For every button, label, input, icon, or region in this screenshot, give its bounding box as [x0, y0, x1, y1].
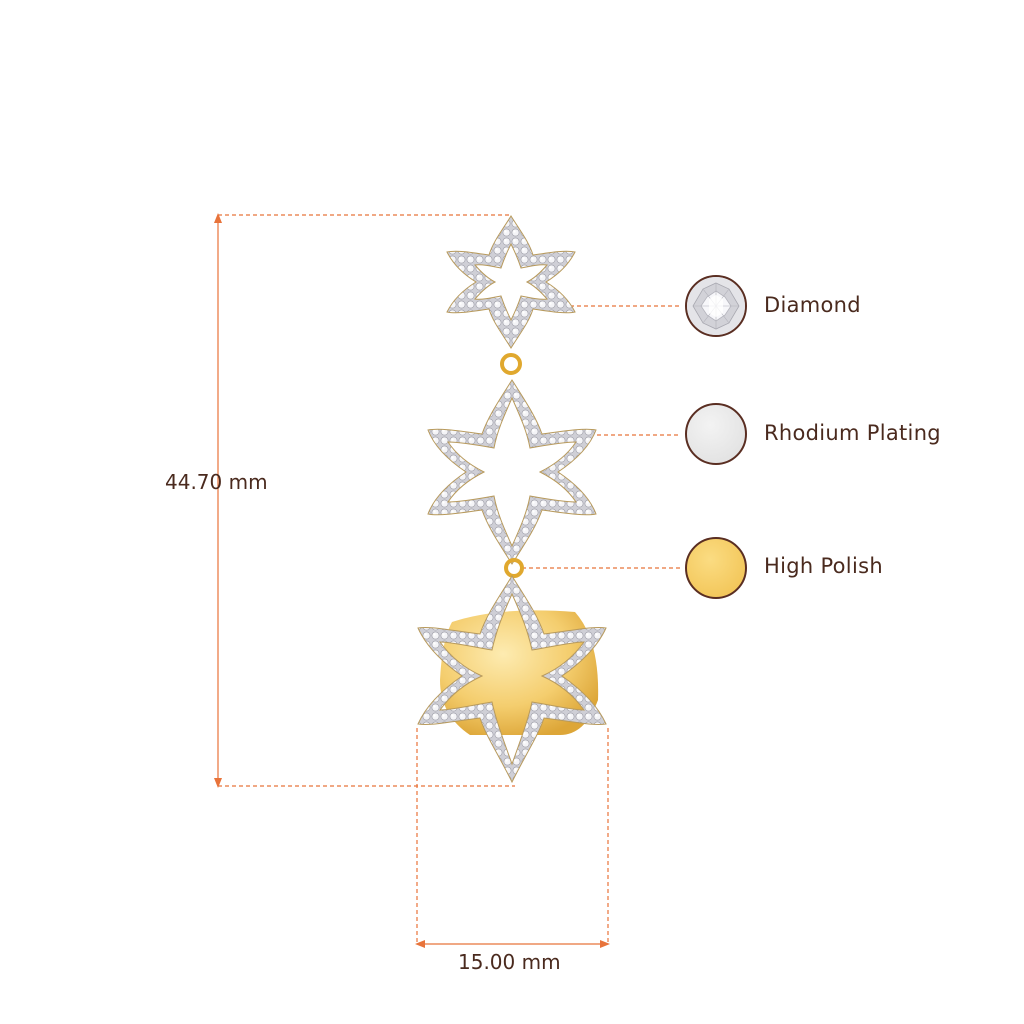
- flower-small: [446, 215, 576, 349]
- flower-medium-outline: [427, 379, 597, 565]
- width-arrow-right: [600, 940, 610, 948]
- height-arrow-bottom: [214, 778, 222, 788]
- connector-ring-1: [500, 353, 522, 375]
- diamond-label: Diamond: [764, 293, 861, 317]
- flower-large: [417, 575, 607, 784]
- dimension-guides: [214, 213, 680, 948]
- rhodium-swatch-icon: [685, 403, 747, 465]
- connector-ring-2: [504, 558, 524, 578]
- rhodium-plating-label: Rhodium Plating: [764, 421, 941, 445]
- flower-large-outline: [417, 575, 607, 784]
- diamond-swatch-icon: [685, 275, 747, 337]
- earring: [417, 215, 607, 784]
- height-dimension-label: 44.70 mm: [165, 470, 268, 494]
- height-arrow-top: [214, 213, 222, 223]
- width-dimension-label: 15.00 mm: [458, 950, 561, 974]
- flower-medium: [427, 379, 597, 565]
- flower-small-outline: [446, 215, 576, 349]
- gold-swatch-icon: [685, 537, 747, 599]
- high-polish-label: High Polish: [764, 554, 883, 578]
- width-arrow-left: [415, 940, 425, 948]
